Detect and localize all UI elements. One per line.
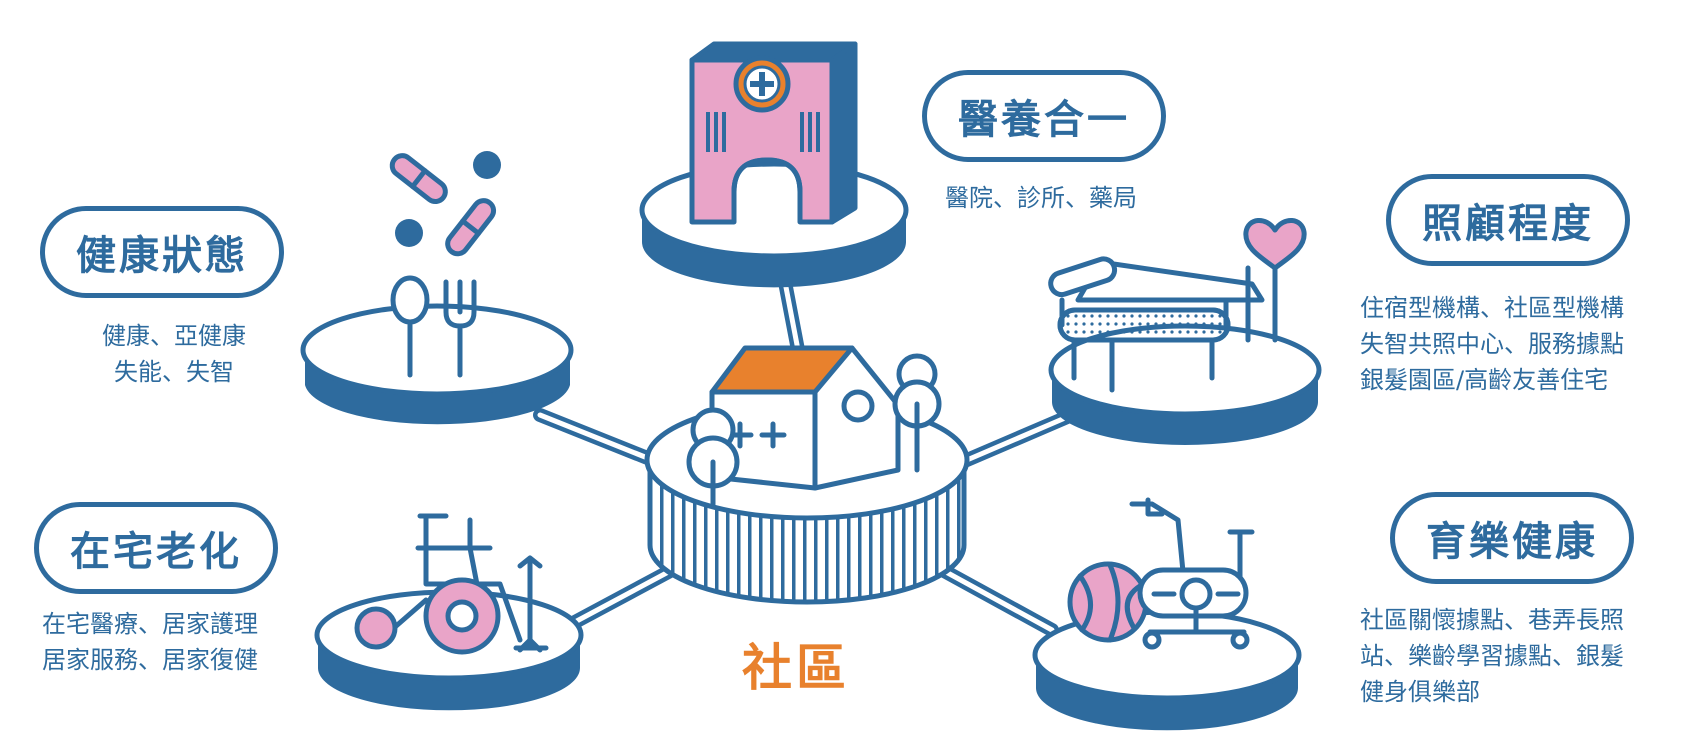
bed-heart-icon bbox=[1048, 218, 1307, 393]
node-title-home: 在宅老化 bbox=[34, 502, 278, 594]
node-desc-home: 在宅醫療、居家護理 居家服務、居家復健 bbox=[42, 606, 258, 678]
desc-line: 在宅醫療、居家護理 bbox=[42, 610, 258, 638]
node-title-health: 健康狀態 bbox=[40, 206, 284, 298]
desc-line: 健身俱樂部 bbox=[1360, 678, 1480, 706]
health-platform bbox=[300, 303, 574, 425]
center-label: 社區 bbox=[742, 639, 850, 697]
desc-line: 銀髮園區/高齡友善住宅 bbox=[1360, 366, 1609, 394]
node-title-leisure: 育樂健康 bbox=[1390, 492, 1634, 584]
desc-line: 失智共照中心、服務據點 bbox=[1360, 330, 1624, 358]
hospital-icon bbox=[689, 41, 858, 225]
medical-platform bbox=[639, 161, 909, 288]
node-desc-leisure: 社區關懷據點、巷弄長照 站、樂齡學習據點、銀髮 健身俱樂部 bbox=[1360, 602, 1624, 710]
exercise-bike-ball-icon bbox=[1067, 497, 1255, 650]
node-desc-medical: 醫院、診所、藥局 bbox=[945, 180, 1137, 216]
node-title-care: 照顧程度 bbox=[1386, 174, 1630, 266]
desc-line: 社區關懷據點、巷弄長照 bbox=[1360, 606, 1624, 634]
care-platform bbox=[1048, 323, 1322, 445]
desc-line: 失能、失智 bbox=[114, 358, 234, 386]
desc-line: 健康、亞健康 bbox=[102, 322, 246, 350]
node-desc-care: 住宿型機構、社區型機構 失智共照中心、服務據點 銀髮園區/高齡友善住宅 bbox=[1360, 290, 1624, 398]
desc-line: 站、樂齡學習據點、銀髮 bbox=[1360, 642, 1624, 670]
node-title-medical: 醫養合一 bbox=[922, 70, 1166, 162]
desc-line: 居家服務、居家復健 bbox=[42, 646, 258, 674]
desc-line: 醫院、診所、藥局 bbox=[945, 184, 1137, 212]
desc-line: 住宿型機構、社區型機構 bbox=[1360, 294, 1624, 322]
house-with-trees-icon bbox=[686, 345, 942, 508]
wheelchair-cane-icon bbox=[354, 513, 549, 655]
node-desc-health: 健康、亞健康 失能、失智 bbox=[90, 318, 258, 390]
pills-cutlery-icon bbox=[389, 151, 501, 378]
